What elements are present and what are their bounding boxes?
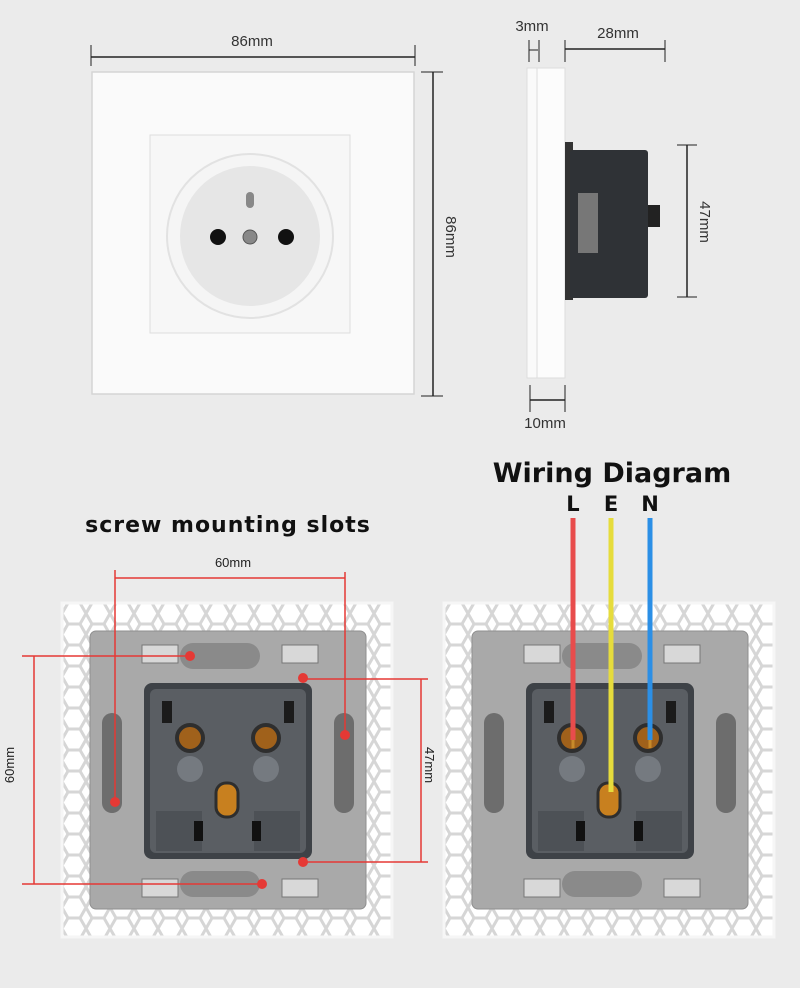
- socket-hole: [210, 229, 226, 245]
- screw-marker: [185, 651, 195, 661]
- wire-label-neutral: N: [641, 492, 659, 516]
- back-module-left: [60, 601, 394, 939]
- total-thickness-label: 10mm: [524, 415, 566, 432]
- socket-hole: [278, 229, 294, 245]
- front-view: 86mm 86mm: [90, 33, 459, 397]
- screw-marker: [298, 673, 308, 683]
- mounting-view: screw mounting slots 60mm 60mm 47mm: [2, 513, 437, 939]
- wire-label-live: L: [566, 492, 579, 516]
- horizontal-spacing-label: 60mm: [215, 555, 251, 570]
- front-width-label: 86mm: [231, 33, 273, 50]
- front-height-label: 86mm: [442, 216, 459, 258]
- body-height-label: 47mm: [696, 201, 713, 243]
- screw-marker: [110, 797, 120, 807]
- mounting-title: screw mounting slots: [85, 513, 371, 538]
- module-spacing-label: 47mm: [422, 747, 437, 783]
- wiring-view: Wiring Diagram L E N: [442, 458, 776, 939]
- screw-slot-markers: [110, 651, 350, 889]
- wiring-title: Wiring Diagram: [493, 458, 731, 489]
- screw-marker: [340, 730, 350, 740]
- side-plate: [536, 67, 566, 379]
- vertical-spacing-label: 60mm: [2, 747, 17, 783]
- screw-marker: [298, 857, 308, 867]
- mounting-dimension-lines: [22, 570, 428, 885]
- depth-label: 28mm: [597, 25, 639, 42]
- side-view: 3mm 28mm 47mm 10mm: [515, 18, 713, 432]
- earth-pin: [246, 192, 254, 208]
- side-module-body: [570, 150, 648, 298]
- screw-marker: [257, 879, 267, 889]
- wire-label-earth: E: [604, 492, 618, 516]
- plate-thickness-label: 3mm: [515, 18, 548, 35]
